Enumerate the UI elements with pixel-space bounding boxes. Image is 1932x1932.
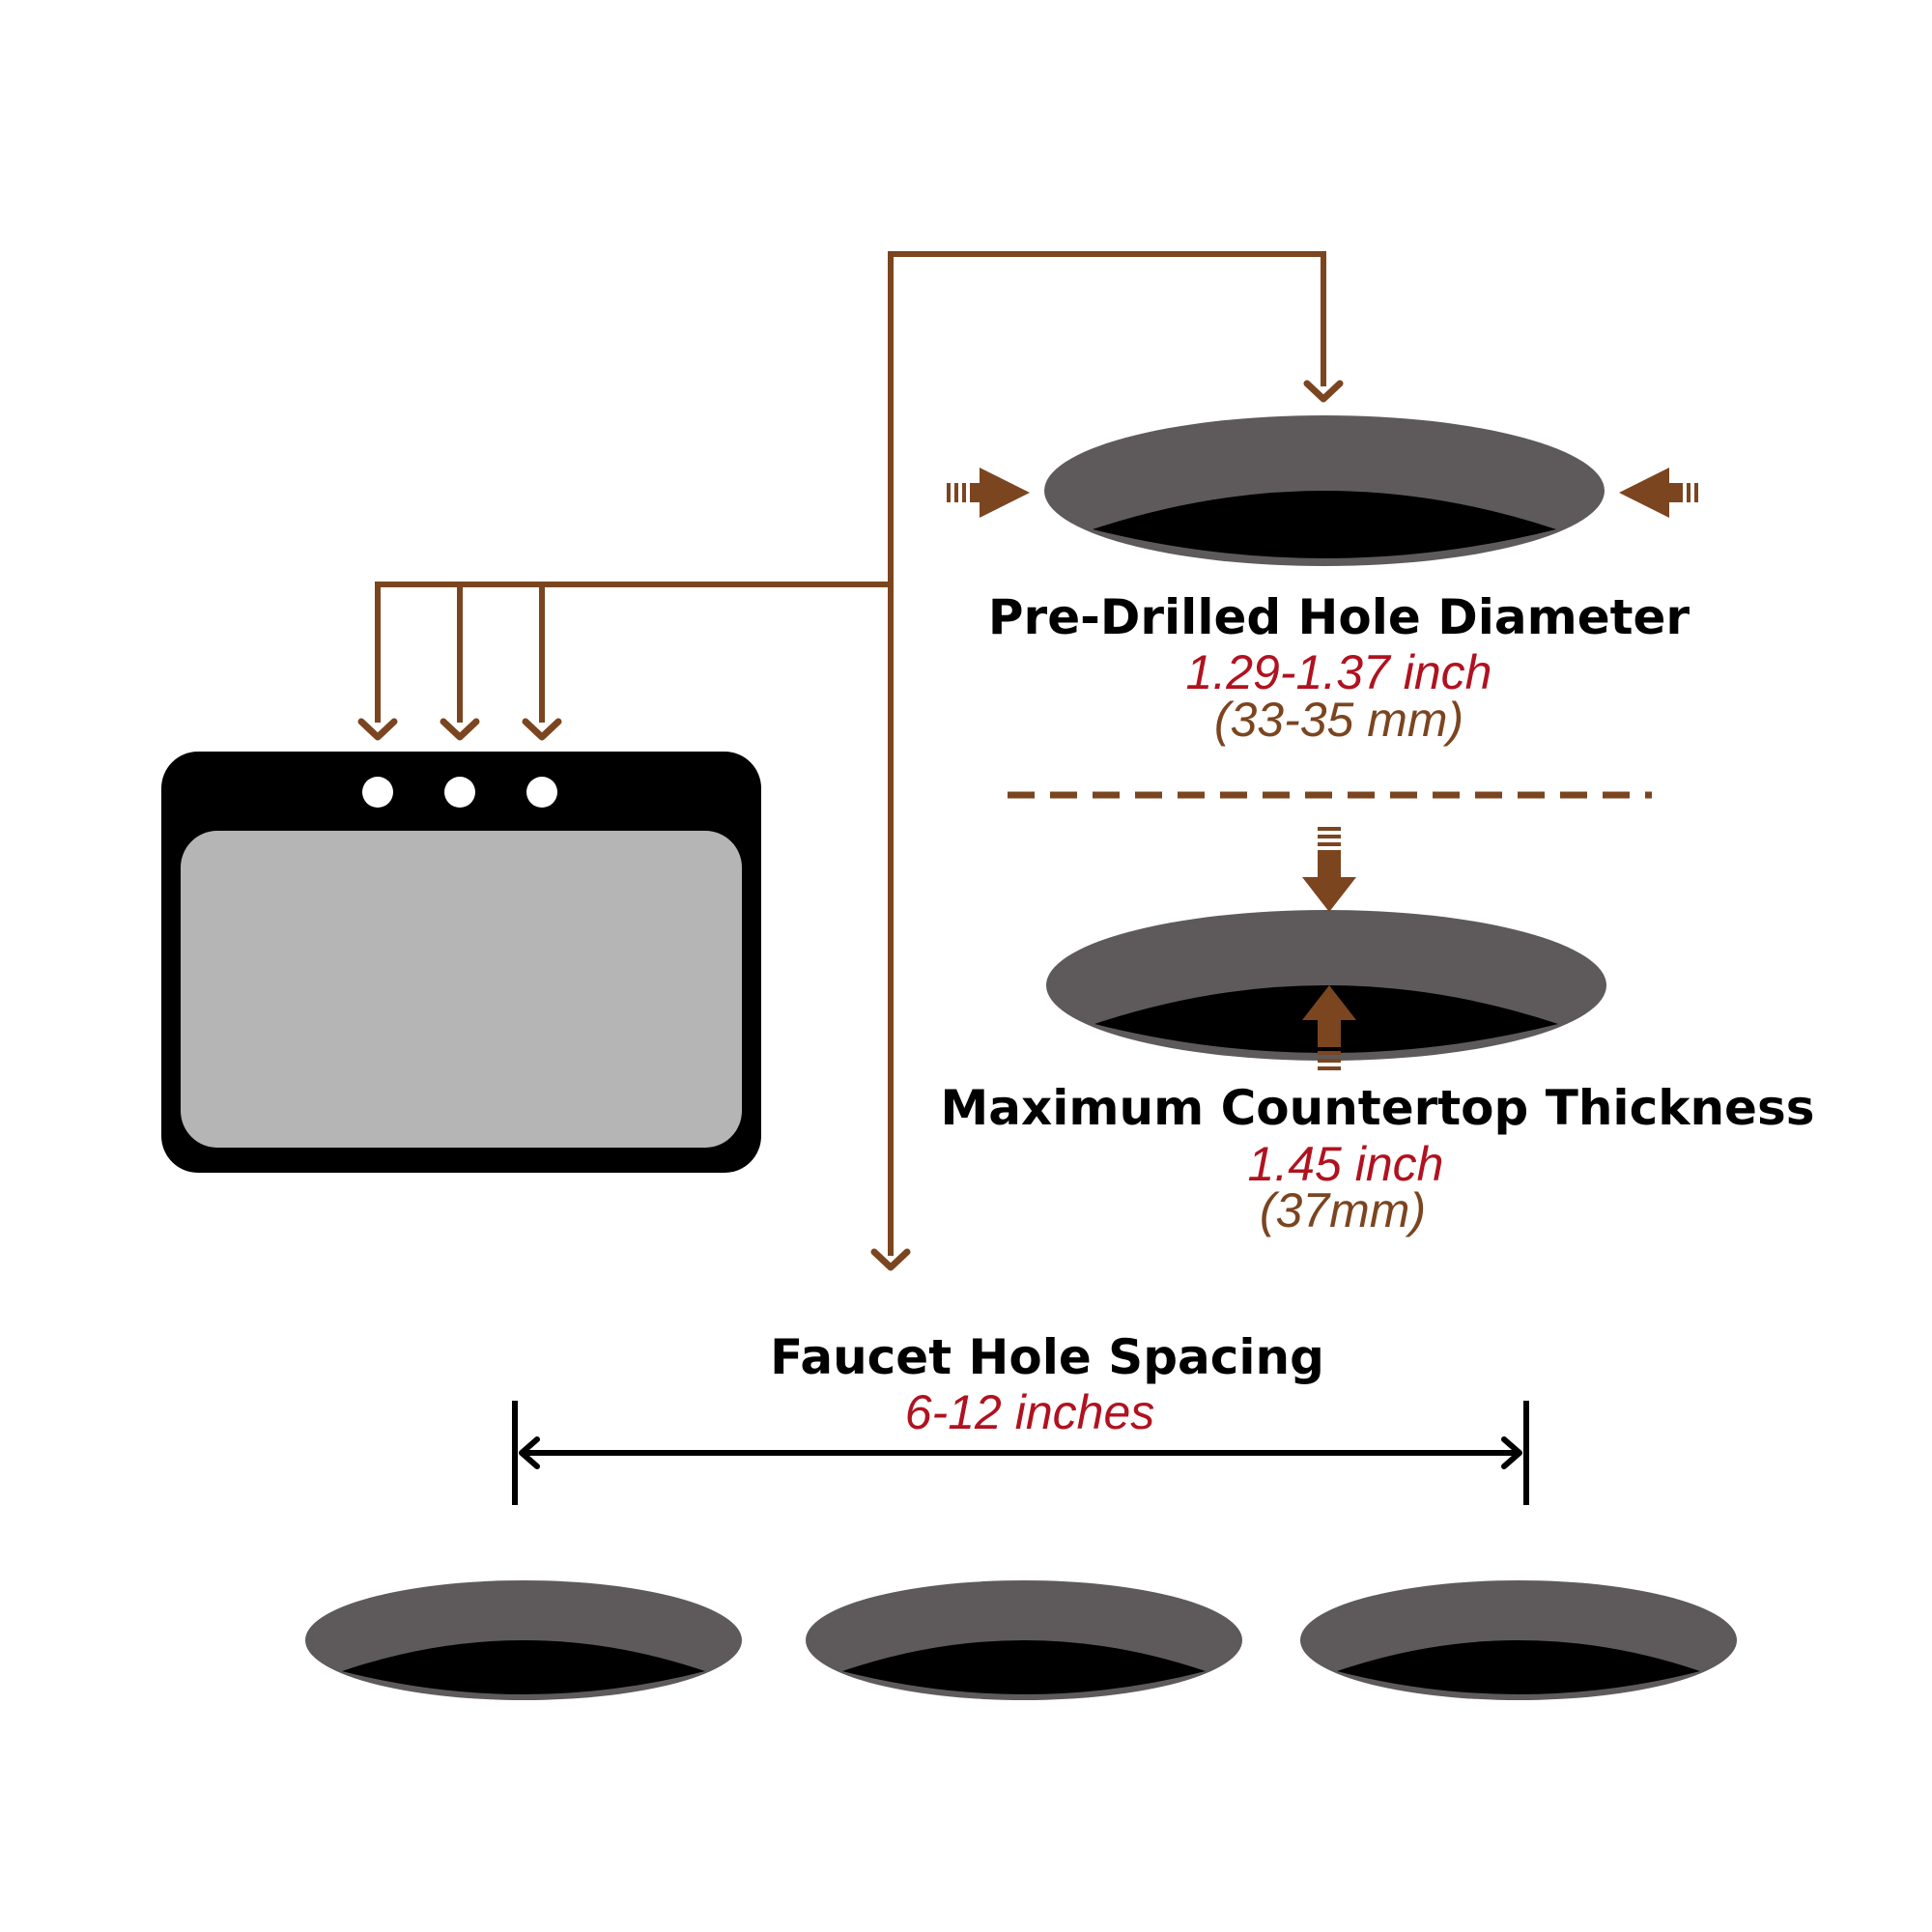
inward-arrow-right-icon [1619, 468, 1698, 518]
connector-lines [375, 251, 1326, 1256]
hole-diameter-value-inch: 1.29-1.37 inch [1186, 645, 1492, 699]
countertop-thickness-value-mm: (37mm) [1260, 1183, 1426, 1237]
faucet-spacing-value: 6-12 inches [905, 1385, 1155, 1439]
hole-diameter-illustration [1044, 415, 1605, 566]
spacing-dimension-line [512, 1401, 1529, 1505]
arrowheads [357, 380, 1344, 1271]
up-arrow-icon [1302, 985, 1356, 1070]
down-arrow-icon [1302, 827, 1356, 912]
countertop-thickness-title: Maximum Countertop Thickness [940, 1080, 1814, 1136]
faucet-holes-row [305, 1580, 1737, 1700]
sink-icon [161, 752, 761, 1173]
faucet-spacing-title: Faucet Hole Spacing [770, 1329, 1324, 1385]
countertop-thickness-value-inch: 1.45 inch [1248, 1137, 1444, 1191]
hole-diameter-value-mm: (33-35 mm) [1214, 693, 1463, 747]
inward-arrow-left-icon [947, 468, 1030, 518]
hole-diameter-title: Pre-Drilled Hole Diameter [988, 589, 1690, 645]
